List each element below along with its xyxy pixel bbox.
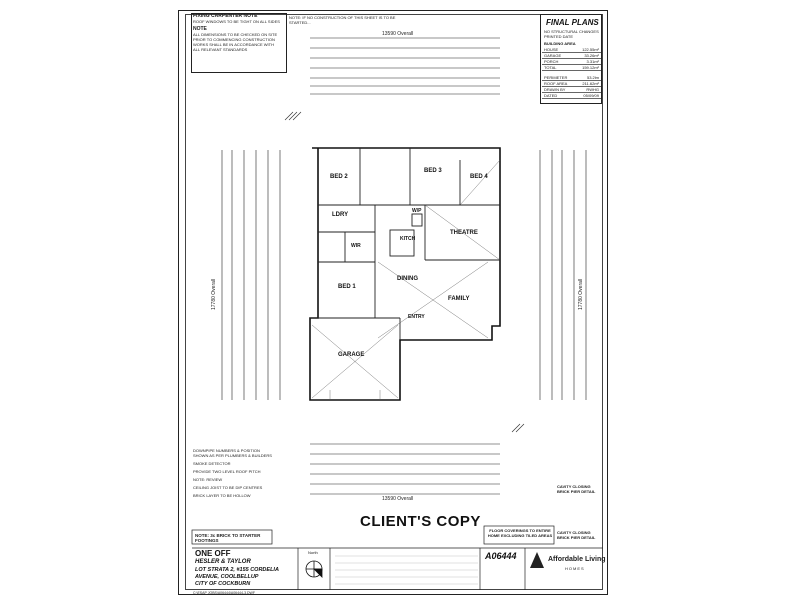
client-name: HESLER & TAYLOR [195, 559, 251, 565]
fixing-carpenter-note: FIXING CARPENTER NOTE ROOF WINDOWS TO BE… [193, 13, 285, 53]
final-plans-block: FINAL PLANS NO STRUCTURAL CHANGES PRINTE… [540, 14, 602, 104]
cavity-note-2: CAVITY CLOSING BRICK PIER DETAIL [557, 530, 596, 540]
kitchen-bench [389, 229, 415, 257]
diagonal-ceiling-2 [377, 261, 489, 339]
drawing-border [185, 14, 603, 590]
room-wip: W/P [412, 208, 422, 214]
note-line-3: ALL RELEVANT STANDARDS [193, 47, 248, 52]
building-area-title: BUILDING AREA [544, 41, 576, 46]
room-wir: WIR [351, 243, 361, 249]
note-title: NOTE [193, 26, 207, 32]
north-label: North [308, 550, 318, 555]
fixing-text: ROOF WINDOWS TO BE TIGHT ON ALL SIDES [193, 19, 280, 24]
right-overall-dimension: 17780 Overall [578, 278, 584, 310]
wip-cupboard [411, 213, 423, 227]
floor-coverings-note: FLOOR COVERINGS TO ENTIRE HOME EXCLUDING… [487, 528, 553, 538]
note-line-2: WORKS SHALL BE IN ACCORDANCE WITH [193, 42, 274, 47]
room-garage: GARAGE [338, 352, 365, 358]
left-note-4: CEILING JOIST TO BE DIP CENTRES [193, 485, 263, 490]
company-logo-icon [530, 552, 544, 568]
company-name: Affordable Living [548, 556, 606, 563]
address-line-2: AVENUE, COOLBELLUP [195, 574, 259, 580]
bed4-diagonal [459, 159, 501, 206]
left-note-3: NOTE: REVIEW [193, 477, 223, 482]
left-note-5: BRICK LAYER TO BE HOLLOW [193, 493, 251, 498]
brick-note: NOTE: 3c BRICK TO STARTER FOOTINGS [195, 533, 261, 543]
room-bed2: BED 2 [330, 174, 348, 180]
job-number: A06444 [485, 551, 517, 561]
bottom-overall-dimension: 13590 Overall [382, 496, 414, 502]
room-bed1: BED 1 [338, 284, 356, 290]
garage-diagonal-2 [311, 324, 399, 399]
left-note-1: SMOKE DETECTOR [193, 461, 231, 466]
room-laundry: LDRY [332, 212, 349, 218]
drawing-sheet [178, 10, 608, 595]
top-overall-dimension: 13590 Overall [382, 31, 414, 37]
address-line-1: LOT STRATA 2, #155 CORDELIA [195, 567, 279, 573]
floor-note-frame [483, 525, 555, 545]
theatre-diagonal [424, 204, 501, 261]
final-plans-title: FINAL PLANS [546, 18, 599, 27]
company-subname: HOMES [565, 566, 585, 571]
room-kitchen: KITCH [400, 236, 416, 242]
council-name: CITY OF COCKBURN [195, 581, 251, 587]
hatch-mark-right-bottom [511, 423, 525, 433]
warning-note: NOTE: IF NO CONSTRUCTION OF THIS SHEET I… [289, 15, 409, 25]
cavity-note-1: CAVITY CLOSING BRICK PIER DETAIL [557, 484, 596, 494]
note-line-1: PRIOR TO COMMENCING CONSTRUCTION [193, 37, 275, 42]
left-note-0: DOWNPIPE NUMBERS & POSITION SHOWN AS PER… [193, 448, 272, 458]
left-notes: DOWNPIPE NUMBERS & POSITION SHOWN AS PER… [193, 448, 275, 498]
room-bed3: BED 3 [424, 168, 442, 174]
clients-copy-stamp: CLIENT'S COPY [360, 513, 481, 530]
brick-note-frame [191, 529, 273, 545]
room-entry: ENTRY [408, 314, 425, 320]
external-walls [309, 147, 501, 401]
left-overall-dimension: 17780 Overall [211, 278, 217, 310]
room-dining: DINING [397, 276, 418, 282]
left-note-2: PROVIDE TWO LEVEL ROOF PITCH [193, 469, 261, 474]
final-plans-subtitle: NO STRUCTURAL CHANGES PRINTED DATE [544, 29, 599, 39]
file-path: C:\ESAP JOBS\A06444\A06444-3.DWF [193, 591, 255, 595]
note-line-0: ALL DIMENSIONS TO BE CHECKED ON SITE [193, 32, 278, 37]
room-family: FAMILY [448, 296, 470, 302]
room-theatre: THEATRE [450, 230, 478, 236]
notes-frame [191, 13, 287, 73]
hatch-mark-left-top [284, 111, 302, 121]
warning-text: NOTE: IF NO CONSTRUCTION OF THIS SHEET I… [289, 15, 396, 25]
north-arrow-fill [313, 568, 323, 578]
room-bed4: BED 4 [470, 174, 488, 180]
job-type: ONE OFF [195, 549, 231, 558]
fixing-title: FIXING CARPENTER NOTE [193, 13, 258, 19]
garage-door-marks [329, 390, 381, 400]
